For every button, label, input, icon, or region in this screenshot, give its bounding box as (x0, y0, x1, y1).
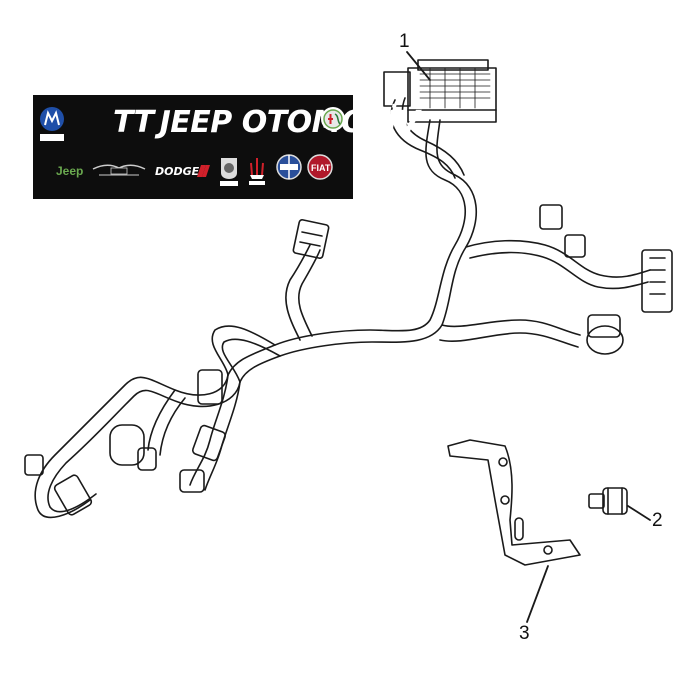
connector-mid-right (539, 204, 586, 258)
fiat-logo: FIAT (307, 154, 333, 180)
harness-branch-upleft-b (297, 249, 321, 337)
ram-logo (220, 158, 238, 186)
harness-branch-lower-right (441, 319, 581, 336)
harness-branch-upper-b (401, 97, 465, 176)
bracket-3 (447, 439, 581, 566)
jeep-logo: Jeep (56, 164, 83, 178)
dodge-logo: DODGE (155, 165, 210, 178)
connector-left-mid (109, 424, 157, 471)
connector-round (586, 314, 624, 355)
lancia-logo (276, 154, 302, 180)
leader-line-3 (526, 565, 549, 623)
connector-upper-left (292, 219, 330, 259)
harness-branch-left-b (47, 338, 281, 513)
harness-branch-left (34, 325, 276, 519)
harness-branch-left-stub (147, 389, 176, 451)
connector-left-end (24, 454, 93, 516)
leader-line-2 (627, 505, 651, 521)
chrysler-logo (92, 164, 146, 176)
harness-branch-left-stub-b (159, 397, 186, 456)
maserati-logo (249, 158, 265, 185)
mopar-logo (40, 107, 64, 141)
harness-branch-lower-right-b (439, 332, 579, 348)
connector-drop (179, 369, 227, 493)
harness-branch-upper (390, 99, 456, 179)
callout-1: 1 (399, 31, 410, 52)
harness-branch-right-b (469, 251, 649, 290)
harness-branch-right (465, 239, 651, 278)
brand-mark: TT (113, 105, 154, 140)
alfa-romeo-logo (321, 107, 345, 131)
bolt-2 (588, 487, 628, 515)
leader-line-1 (406, 51, 431, 81)
harness-trunk (227, 119, 466, 376)
harness-branch-drop (189, 374, 229, 486)
brand-text: JEEP OTOMOTİV (159, 105, 420, 140)
callout-2: 2 (652, 510, 663, 531)
svg-text:DODGE: DODGE (155, 165, 200, 178)
svg-text:Jeep: Jeep (56, 164, 83, 178)
svg-text:FIAT: FIAT (311, 163, 331, 173)
connector-right (641, 249, 673, 313)
callout-3: 3 (519, 623, 530, 644)
